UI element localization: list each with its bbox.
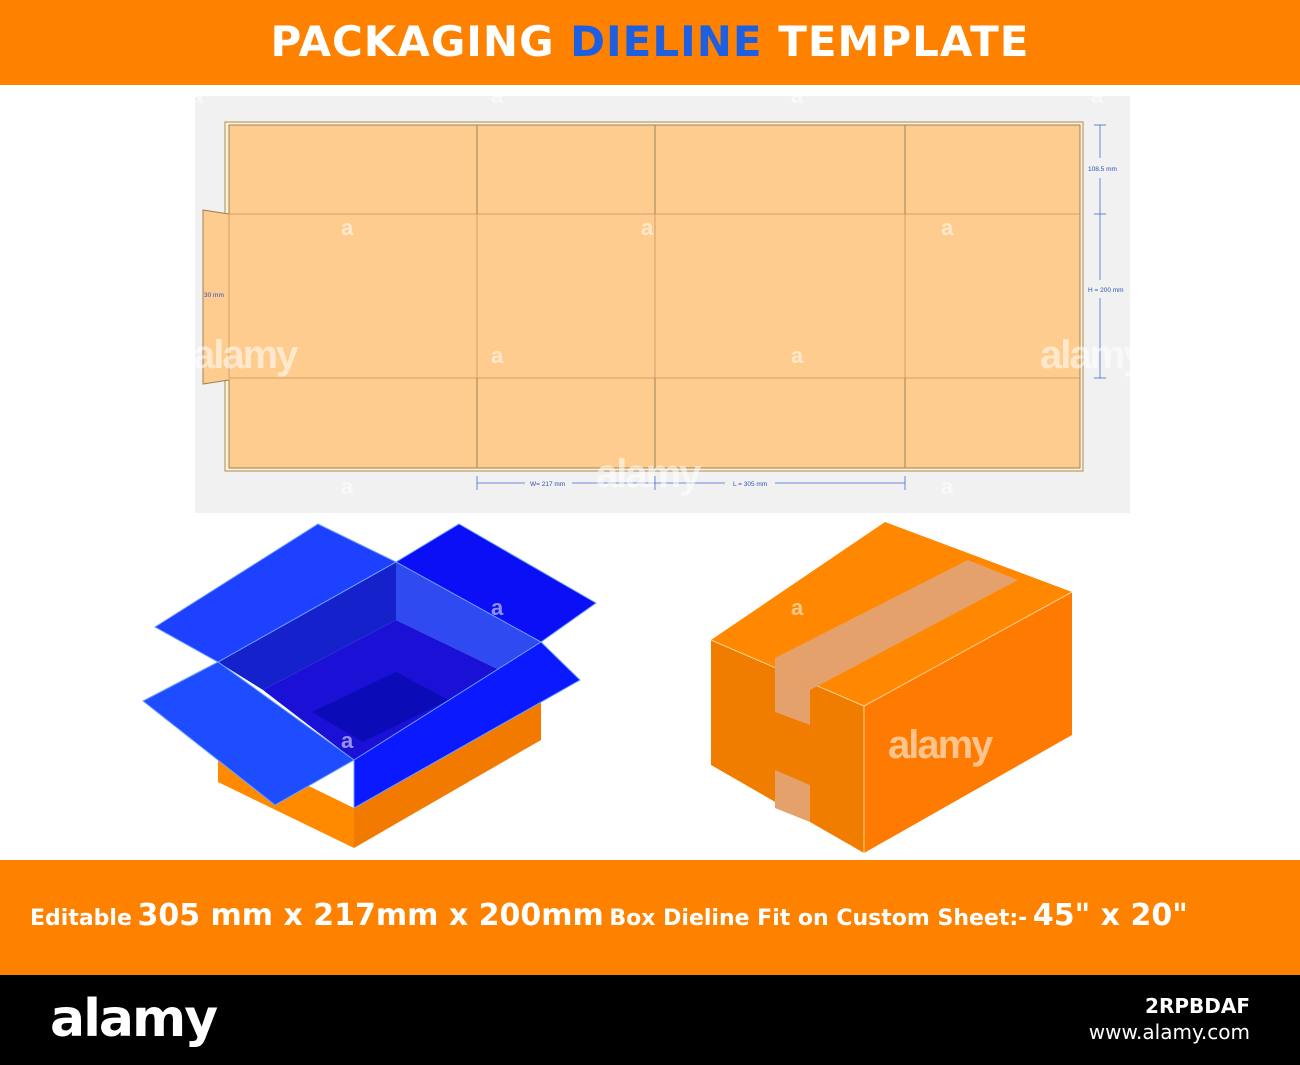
page-title: PACKAGING DIELINE TEMPLATE [0,16,1300,68]
dieline-body [202,124,1081,469]
watermark-mark: a [941,474,954,499]
watermark-mark: a [341,215,354,240]
closed-box-left-side [711,640,864,853]
footer-url: www.alamy.com [1088,1020,1250,1044]
panel-folds [476,214,906,378]
closed-box-edge-right [863,591,1073,707]
watermark-mark: a [341,728,354,753]
dimension-lines [476,124,1106,490]
dim-width-label: W= 217 mm [530,481,565,488]
dieline-drawing: 108.5 mm H = 200 mm 30 mm W= 217 mm L = … [202,121,1124,490]
caption-sheet-label: Box Dieline Fit on Custom Sheet:- [609,906,1028,931]
panel-cuts [476,125,906,468]
open-box-front-side [354,700,541,848]
tape-strip-side-lower [775,770,810,822]
watermark-mark: a [791,83,804,108]
header-banner [0,0,1300,85]
title-word-packaging: PACKAGING [270,17,555,66]
title-word-template: TEMPLATE [778,17,1030,66]
open-box-inner-back-right [396,562,541,690]
watermark-mark: a [491,595,504,620]
watermark-word: alamy [1040,333,1146,377]
watermark-mark: a [491,83,504,108]
open-box-flap-front-right [353,641,581,809]
caption-text: Editable 305 mm x 217mm x 200mm Box Diel… [30,896,1290,940]
watermark-mark: a [341,474,354,499]
watermark-mark: a [641,215,654,240]
closed-box-illustration [710,522,1073,853]
closed-box-front-side [864,592,1072,853]
open-box-inner-back-left [218,562,396,690]
footer-bar: alamy 2RPBDAF www.alamy.com [0,975,1300,1065]
watermark-word: alamy [888,723,994,767]
tape-strip-side-upper [775,658,810,725]
dim-height-label: H = 200 mm [1088,287,1124,294]
watermark-word: alamy [193,333,299,377]
watermark-word: alamy [596,452,702,496]
caption-banner [0,860,1300,975]
footer-info: 2RPBDAF www.alamy.com [1089,993,1250,1045]
watermark-mark: a [941,215,954,240]
watermark-mark: a [491,343,504,368]
open-box-flap-back-right [394,523,597,643]
image-id: 2RPBDAF [1145,994,1250,1018]
watermark-mark: a [791,595,804,620]
caption-editable: Editable [30,906,132,931]
dim-length-label: L = 305 mm [733,481,767,488]
dim-flap-label: 108.5 mm [1088,166,1117,173]
open-box-illustration [142,523,597,848]
caption-dimensions: 305 mm x 217mm x 200mm [137,898,604,933]
watermark-mark: a [1091,83,1104,108]
watermark-mark: a [191,83,204,108]
open-box-floor-seam [312,672,448,742]
tape-strip-top [775,560,1018,690]
watermark-mark: a [791,343,804,368]
title-word-dieline: DIELINE [570,17,763,66]
dim-glue-label: 30 mm [204,292,224,299]
caption-sheet-size: 45" x 20" [1032,898,1188,933]
footer-logo: alamy [50,989,218,1049]
